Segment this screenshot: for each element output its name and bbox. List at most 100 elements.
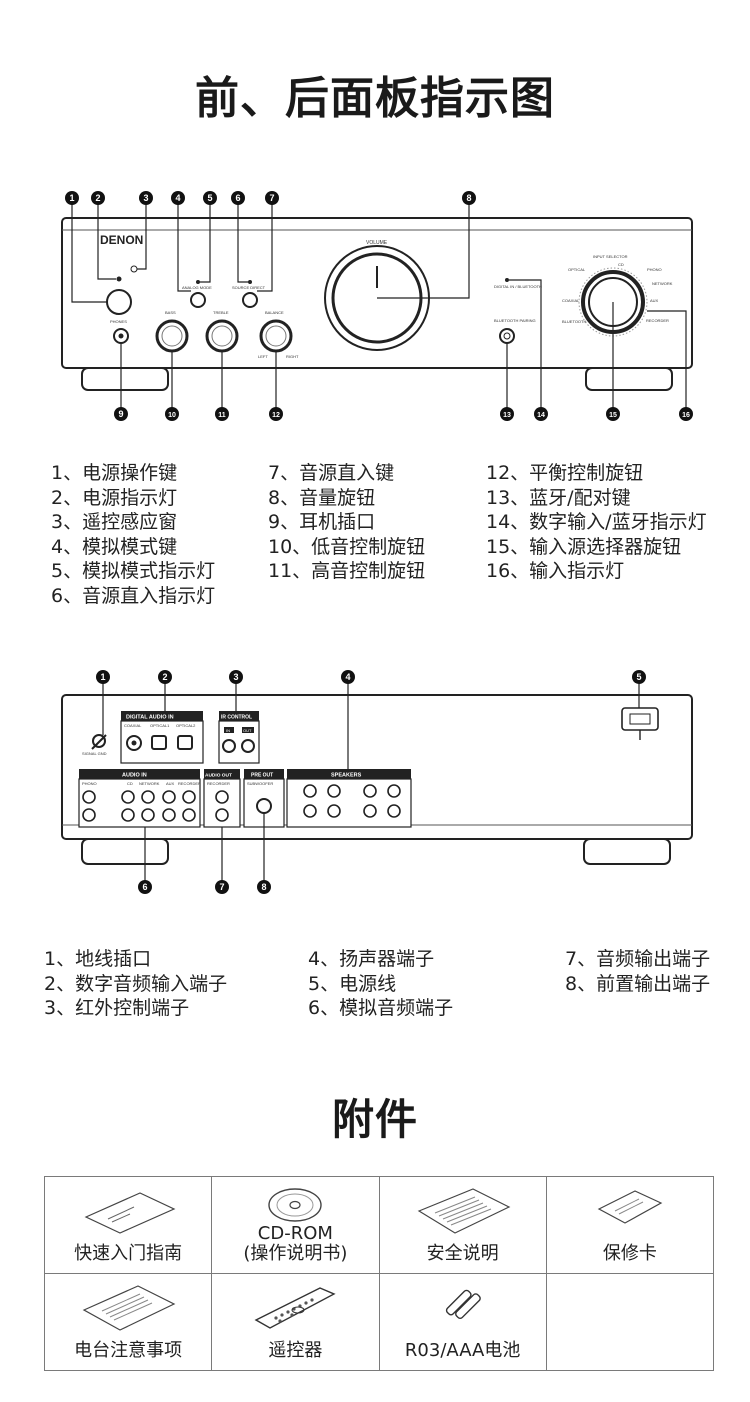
- legend-item: 13、蓝牙/配对键: [486, 486, 631, 509]
- ir-out-jack: [241, 739, 255, 753]
- accessories-title: 附件: [331, 1095, 418, 1144]
- accessory-label: 快速入门指南: [74, 1243, 183, 1264]
- ir-in-jack: [222, 739, 236, 753]
- legend-item: 6、模拟音频端子: [308, 997, 454, 1019]
- subwoofer-label: SUBWOOFER: [247, 781, 273, 786]
- rear-callout-number: 3: [233, 672, 238, 682]
- front-callout-marker: [139, 191, 153, 205]
- rear-callout-number: 1: [100, 672, 105, 682]
- front-callout-marker: [500, 407, 514, 421]
- audio-in-jacks: [82, 790, 196, 822]
- front-callout-marker: [231, 191, 245, 205]
- input-coaxial-label: COAXIAL: [562, 298, 580, 303]
- rear-legend-col3: 7、音频输出端子 8、前置输出端子: [565, 947, 710, 996]
- rear-callout-number: 7: [219, 882, 224, 892]
- digital-bluetooth-indicator: [505, 278, 509, 282]
- rear-callout-marker: [257, 880, 271, 894]
- recorder-in-label: RECORDER: [178, 781, 201, 786]
- booklet-icon: [84, 1192, 176, 1234]
- legend-item: 9、耳机插口: [268, 511, 376, 533]
- balance-right-label: RIGHT: [286, 354, 299, 359]
- legend-item: 15、输入源选择器旋钮: [486, 535, 682, 558]
- front-callout-number: 6: [235, 193, 240, 203]
- front-panel-diagram: DENON PHONES ANALOG MODE SOURCE DIRECT B…: [61, 191, 693, 421]
- rear-callout-number: 8: [261, 882, 266, 892]
- analog-mode-button: [190, 292, 206, 308]
- front-callout-number: 10: [168, 412, 176, 419]
- legend-item: 7、音源直入键: [268, 462, 395, 484]
- rear-callout-marker: [632, 670, 646, 684]
- legend-item: 2、数字音频输入端子: [44, 972, 228, 995]
- legend-item: 14、数字输入/蓝牙指示灯: [486, 511, 707, 533]
- front-callout-marker: [269, 407, 283, 421]
- legend-item: 11、高音控制旋钮: [268, 560, 426, 582]
- front-callout-marker: [203, 191, 217, 205]
- legend-item: 16、输入指示灯: [486, 560, 625, 582]
- page-title: 前、后面板指示图: [195, 73, 555, 124]
- legend-item: 3、遥控感应窗: [51, 511, 178, 533]
- treble-label: TREBLE: [213, 310, 229, 315]
- audio-in-label: AUDIO IN: [122, 773, 147, 779]
- front-foot-left: [81, 367, 169, 391]
- recorder-out-label: RECORDER: [207, 781, 230, 786]
- power-button: [106, 289, 132, 315]
- front-callout-marker: [165, 407, 179, 421]
- input-bluetooth-label: BLUETOOTH: [562, 319, 586, 324]
- front-callout-number: 4: [175, 193, 180, 203]
- input-phono-label: PHONO: [647, 267, 662, 272]
- optical1-label: OPTICAL1: [150, 723, 170, 728]
- accessory-cell: CD-ROM (操作说明书): [211, 1176, 380, 1274]
- input-network-label: NETWORK: [652, 281, 673, 286]
- bass-label: BASS: [165, 310, 176, 315]
- accessory-cell: 保修卡: [545, 1176, 715, 1274]
- legend-item: 1、电源操作键: [51, 462, 178, 484]
- rear-foot-right: [583, 838, 671, 865]
- front-callout-marker: [265, 191, 279, 205]
- front-callout-number: 16: [682, 412, 690, 419]
- accessory-label: CD-ROM: [257, 1223, 333, 1244]
- source-direct-indicator: [248, 280, 252, 284]
- network-label: NETWORK: [139, 781, 160, 786]
- front-callout-number: 8: [466, 193, 471, 203]
- subwoofer-jack: [256, 798, 272, 814]
- aux-label: AUX: [166, 781, 175, 786]
- accessory-cell-empty: [545, 1273, 715, 1371]
- ir-control-label: IR CONTROL: [221, 715, 252, 721]
- brand-logo: DENON: [100, 233, 143, 247]
- balance-label: BALANCE: [265, 310, 284, 315]
- front-callout-marker: [679, 407, 693, 421]
- speaker-terminals: [303, 784, 401, 818]
- legend-item: 3、红外控制端子: [44, 997, 190, 1019]
- front-legend-col2: 7、音源直入键 8、音量旋钮 9、耳机插口 10、低音控制旋钮 11、高音控制旋…: [268, 461, 425, 584]
- ir-out-label: OUT: [243, 728, 252, 733]
- legend-item: 4、模拟模式键: [51, 535, 178, 558]
- warranty-card-icon: [597, 1190, 663, 1224]
- digital-bluetooth-label: DIGITAL IN / BLUETOOTH: [494, 284, 542, 289]
- bluetooth-pairing-label: BLUETOOTH PAIRING: [494, 318, 536, 323]
- input-selector-label: INPUT SELECTOR: [593, 254, 628, 259]
- recorder-out-jack-r: [215, 808, 229, 822]
- safety-sheet-icon: [417, 1188, 510, 1234]
- front-callout-marker: [462, 191, 476, 205]
- rear-callout-marker: [229, 670, 243, 684]
- legend-item: 5、电源线: [308, 972, 397, 995]
- optical2-jack: [177, 735, 193, 750]
- input-cd-label: CD: [618, 262, 624, 267]
- source-direct-label: SOURCE DIRECT: [232, 285, 266, 290]
- legend-item: 8、前置输出端子: [565, 972, 711, 995]
- phones-label: PHONES: [110, 319, 127, 324]
- front-callout-number: 14: [537, 412, 545, 419]
- ir-in-label: IN: [226, 728, 230, 733]
- front-callout-number: 2: [95, 193, 100, 203]
- legend-item: 12、平衡控制旋钮: [486, 462, 644, 484]
- digital-audio-in-label: DIGITAL AUDIO IN: [126, 715, 174, 721]
- accessory-cell: 快速入门指南: [43, 1176, 213, 1274]
- legend-item: 10、低音控制旋钮: [268, 535, 426, 558]
- input-aux-label: AUX: [650, 298, 659, 303]
- front-callout-number: 7: [269, 193, 274, 203]
- balance-left-label: LEFT: [258, 354, 268, 359]
- optical1-jack: [151, 735, 167, 750]
- front-callout-number: 3: [143, 193, 148, 203]
- accessory-cell: 电台注意事项: [43, 1273, 213, 1371]
- accessory-label: R03/AAA电池: [404, 1340, 521, 1361]
